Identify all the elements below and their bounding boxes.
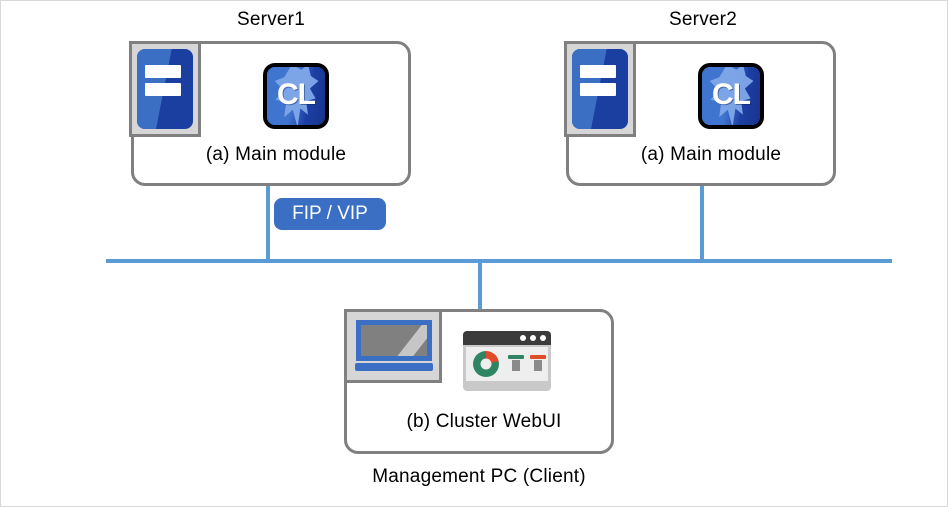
cluster-cl-icon-label: CL (712, 78, 751, 111)
browser-dot-icon (540, 335, 546, 341)
donut-chart-icon (473, 351, 499, 377)
management-pc-caption: Management PC (Client) (372, 466, 586, 487)
browser-dot-icon (520, 335, 526, 341)
browser-window-icon (463, 331, 551, 391)
server-rack-body (572, 49, 628, 129)
cluster-cl-icon-label: CL (277, 78, 316, 111)
server2-connection-line (700, 186, 704, 263)
bar-chart-icon (508, 355, 524, 371)
network-bus-line (106, 259, 892, 263)
cluster-cl-icon: CL (263, 63, 329, 129)
server-rack-bar (579, 65, 616, 78)
server1-module-label: (a) Main module (205, 144, 347, 165)
server1-title: Server1 (237, 9, 305, 30)
bar-chart-cap (508, 355, 524, 359)
server-rack-icon (129, 41, 201, 137)
browser-page-area (466, 347, 548, 381)
laptop-screen (356, 320, 432, 361)
browser-dot-icon (530, 335, 536, 341)
laptop-base (355, 363, 433, 371)
server2-module-label: (a) Main module (640, 144, 782, 165)
server-rack-bar (144, 65, 181, 78)
server-rack-bar (144, 82, 181, 96)
bar-chart-stem (512, 360, 520, 371)
laptop-icon (344, 309, 442, 383)
cluster-cl-icon: CL (698, 63, 764, 129)
bar-chart-stem (534, 360, 542, 371)
server1-connection-line (266, 186, 270, 263)
bar-chart-cap (530, 355, 546, 359)
server-rack-body (137, 49, 193, 129)
cluster-webui-label: (b) Cluster WebUI (406, 411, 562, 432)
server-rack-bar (579, 82, 616, 96)
client-connection-line (478, 259, 482, 311)
browser-titlebar (463, 331, 551, 345)
server2-title: Server2 (669, 9, 737, 30)
bar-chart-icon (530, 355, 546, 371)
server-rack-icon (564, 41, 636, 137)
fip-vip-badge[interactable]: FIP / VIP (274, 198, 386, 230)
